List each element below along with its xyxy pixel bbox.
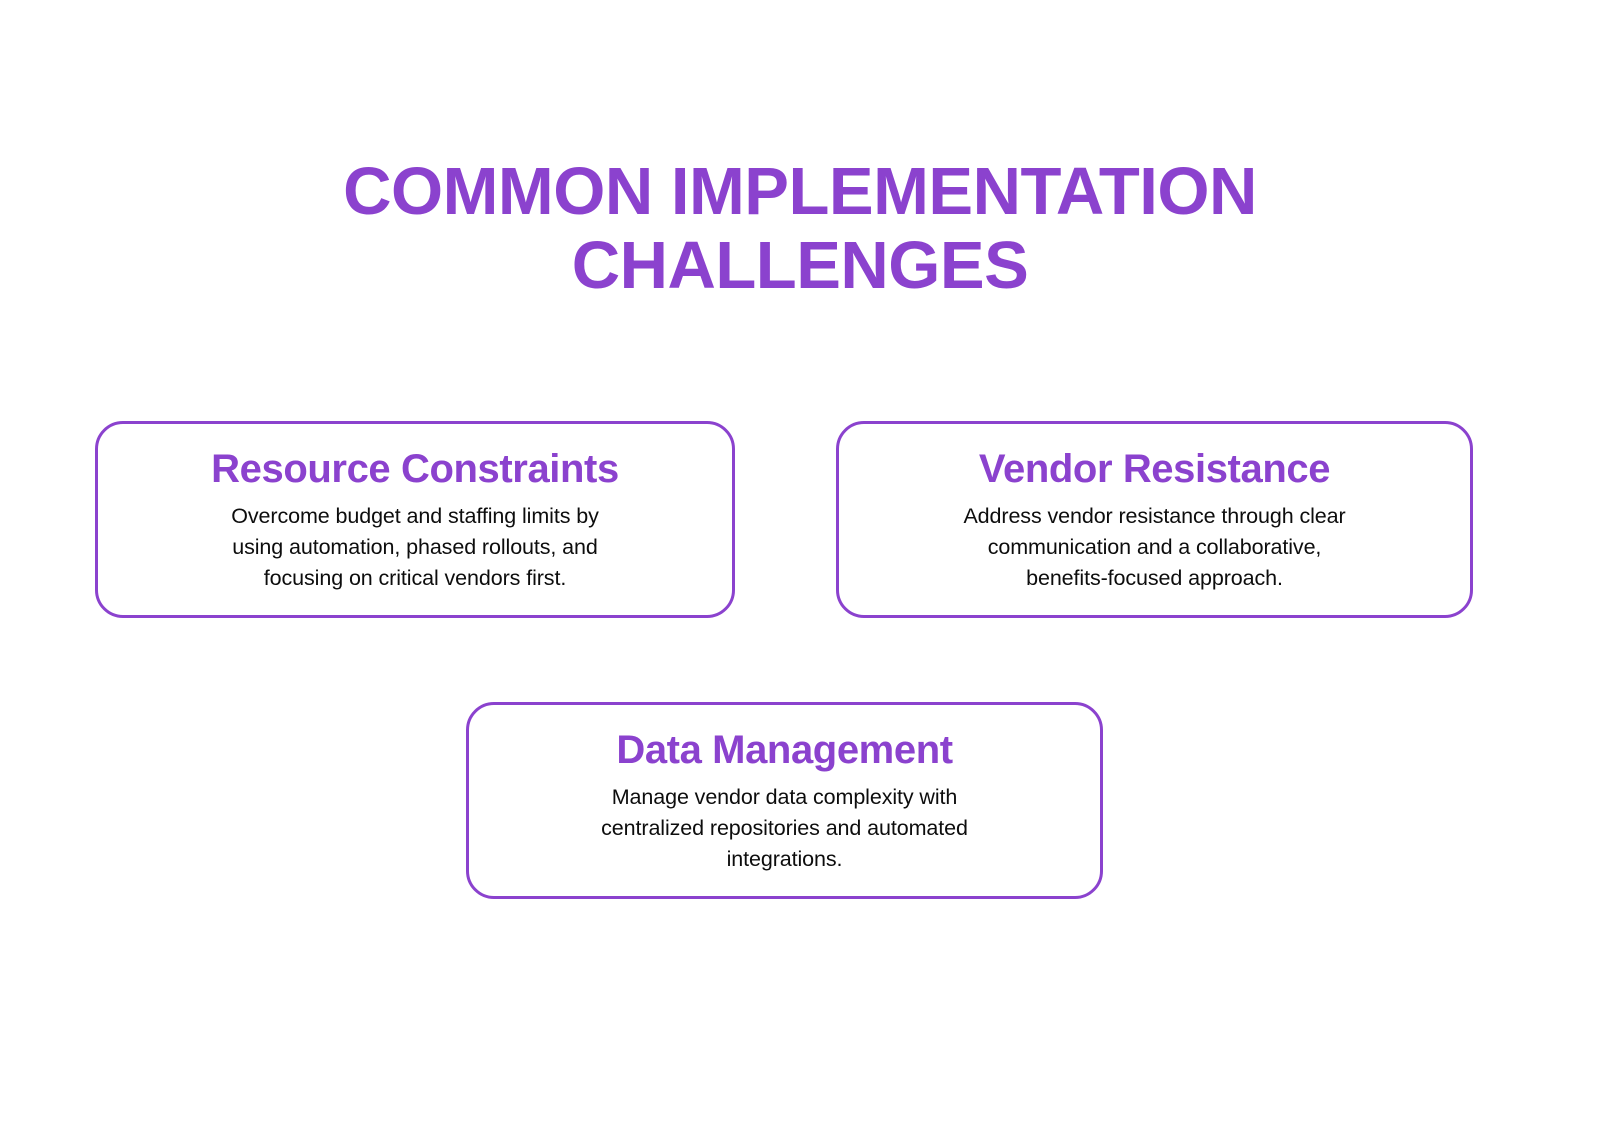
card-body-vendor-resistance: Address vendor resistance through clear … xyxy=(963,504,1346,590)
card-body-resource-constraints: Overcome budget and staffing limits by u… xyxy=(231,504,599,590)
card-title-data-management: Data Management xyxy=(616,728,953,772)
page-title: COMMON IMPLEMENTATION CHALLENGES xyxy=(343,153,1257,303)
card-body-data-management: Manage vendor data complexity with centr… xyxy=(601,785,968,871)
card-data-management[interactable]: Data Management Manage vendor data compl… xyxy=(466,702,1103,899)
card-title-resource-constraints: Resource Constraints xyxy=(211,447,619,491)
card-vendor-resistance[interactable]: Vendor Resistance Address vendor resista… xyxy=(836,421,1473,618)
card-title-vendor-resistance: Vendor Resistance xyxy=(978,447,1331,491)
card-resource-constraints[interactable]: Resource Constraints Overcome budget and… xyxy=(95,421,735,618)
